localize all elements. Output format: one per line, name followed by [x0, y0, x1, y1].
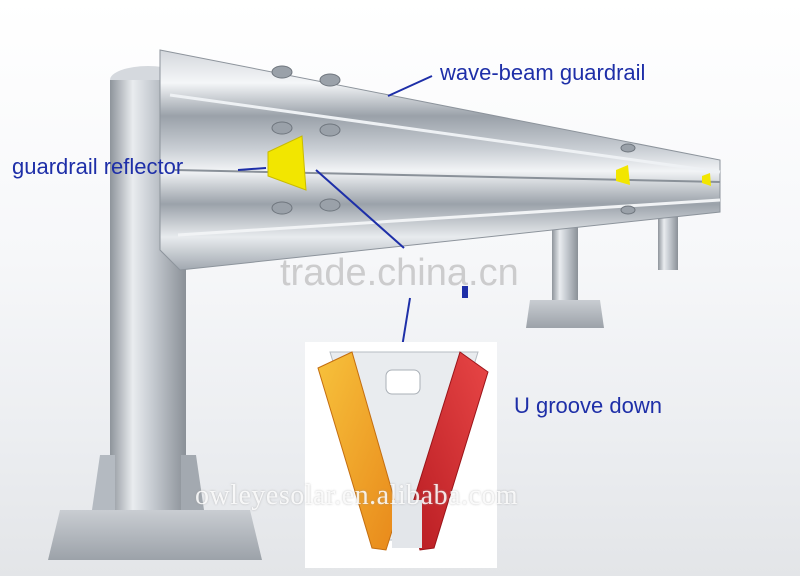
beam-reflector-far-2 [702, 173, 711, 186]
wave-beam-pointer [387, 75, 433, 97]
reflector-pointer [237, 167, 267, 171]
site-watermark: owleyesolar.en.alibaba.com [195, 480, 519, 511]
reflector-label: guardrail reflector [12, 154, 184, 179]
reflector-detail-inset [305, 342, 497, 568]
beam-reflector-far-1 [616, 165, 630, 185]
u-groove-label: U groove down [514, 393, 662, 418]
beam-reflector-main [267, 135, 307, 191]
wave-beam-label: wave-beam guardrail [440, 60, 646, 85]
trade-watermark: trade.china.cn [280, 252, 519, 294]
pointer-marker [462, 286, 468, 298]
detail-pointer-upper [315, 169, 405, 249]
bolts [271, 65, 636, 215]
